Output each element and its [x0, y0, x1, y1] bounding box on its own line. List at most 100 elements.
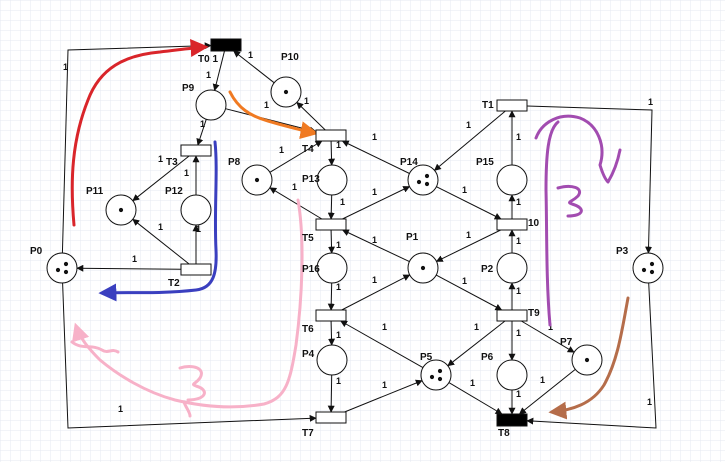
blue-annotation-arrow	[98, 140, 218, 302]
arc-weight-label: 1	[279, 145, 284, 155]
place-p16[interactable]: P16	[302, 252, 348, 284]
place-p4[interactable]: P4	[302, 344, 348, 376]
arc-weight-label: 1	[340, 197, 345, 207]
transition-bar[interactable]	[496, 218, 528, 231]
transition-bar[interactable]	[315, 411, 347, 424]
annotation-layer	[70, 38, 630, 420]
transition-t9[interactable]: T9	[496, 308, 540, 322]
transition-t3[interactable]: T3	[166, 144, 212, 168]
transition-t8[interactable]: T8	[496, 413, 528, 439]
place-circle[interactable]	[496, 164, 528, 196]
arc-t6-to-p1	[341, 274, 411, 311]
token-dot	[424, 173, 430, 179]
arc-weight-label: 1	[516, 328, 521, 338]
place-p11[interactable]: P11	[86, 186, 137, 226]
place-circle[interactable]	[316, 252, 348, 284]
arc-p16-to-t6	[327, 282, 335, 311]
arc-weight-label: 1	[248, 50, 253, 60]
token-dot	[118, 207, 124, 213]
token-dot	[55, 267, 61, 273]
token-dot	[437, 368, 443, 374]
arc-t5-to-p8	[269, 187, 323, 220]
transition-bar[interactable]	[496, 99, 528, 112]
place-circle[interactable]	[316, 164, 348, 196]
place-circle[interactable]	[195, 89, 227, 121]
transition-bar[interactable]	[315, 309, 347, 322]
place-circle[interactable]	[632, 252, 664, 284]
place-p2[interactable]: P2	[481, 252, 528, 284]
arc-weight-label: 1	[382, 322, 387, 332]
arc-t4-to-p13	[328, 140, 336, 166]
transition-t1[interactable]: T1	[482, 99, 528, 112]
transition-t0[interactable]: T0 1	[198, 38, 242, 65]
place-circle[interactable]	[496, 252, 528, 284]
token-dot	[584, 357, 590, 363]
place-p3[interactable]: P3	[616, 246, 664, 284]
place-p7[interactable]: P7	[560, 337, 603, 376]
place-p0[interactable]: P0	[30, 246, 78, 284]
place-circle[interactable]	[496, 359, 528, 391]
transition-bar[interactable]	[210, 38, 242, 52]
place-circle[interactable]	[407, 164, 439, 196]
arc-weight-label: 1	[462, 276, 467, 286]
arc-weight-label: 1	[516, 389, 521, 399]
place-circle[interactable]	[46, 252, 78, 284]
place-circle[interactable]	[420, 359, 452, 391]
place-p1[interactable]: P1	[406, 232, 439, 284]
transition-bar[interactable]	[496, 413, 528, 427]
token-dot	[420, 265, 426, 271]
arc-p10-to-t0	[233, 50, 275, 84]
arc-t4-to-p10	[296, 101, 326, 131]
transition-t7[interactable]: T7	[302, 411, 347, 439]
transition-bar[interactable]	[315, 129, 347, 142]
arc-weight-label: 1	[647, 397, 652, 407]
arc-weight-label: 1	[336, 330, 341, 340]
place-p15[interactable]: P15	[476, 157, 528, 196]
arc-weight-label: 1	[516, 132, 521, 142]
arc-weight-label: 1	[184, 168, 189, 178]
transition-label: T2	[168, 278, 180, 289]
arc-weight-label: 1	[336, 240, 341, 250]
place-circle[interactable]	[180, 194, 212, 226]
arc-weight-label: 1	[540, 375, 545, 385]
transition-bar[interactable]	[315, 218, 347, 231]
place-p13[interactable]: P13	[302, 164, 348, 196]
place-label: P12	[165, 186, 183, 197]
brown-annotation-arrow	[548, 296, 630, 420]
arc-weight-label: 1	[516, 197, 521, 207]
place-label: P7	[560, 337, 573, 348]
place-p8[interactable]: P8	[228, 157, 273, 196]
purple-annotation-line	[544, 120, 560, 327]
arc-weight-label: 1	[118, 404, 123, 414]
arc-weight-label: 1	[372, 132, 377, 142]
transition-t2[interactable]: T2	[168, 263, 212, 289]
token-dot	[641, 267, 647, 273]
transition-t5[interactable]: T5	[302, 218, 347, 244]
place-p14[interactable]: P14	[400, 157, 439, 196]
transition-t6[interactable]: T6	[302, 309, 347, 335]
place-p9[interactable]: P9	[182, 83, 227, 121]
place-p12[interactable]: P12	[165, 186, 212, 226]
transition-t4[interactable]: T4	[302, 129, 347, 155]
arc-p14-to-t10	[436, 186, 502, 220]
transition-t10[interactable]: 10	[496, 218, 540, 231]
arc-p0-to-t0	[61, 42, 212, 254]
arc-t9-to-p5	[447, 320, 506, 367]
token-dot	[63, 269, 69, 275]
arc-p13-to-t5	[327, 194, 335, 220]
arc-p8-to-t4	[269, 140, 323, 173]
place-p6[interactable]: P6	[481, 352, 528, 391]
place-p10[interactable]: P10	[270, 52, 302, 108]
arc-t6-to-p4	[328, 320, 336, 346]
place-p5[interactable]: P5	[420, 352, 452, 391]
transition-bar[interactable]	[496, 309, 528, 322]
arc-weight-label: 1	[158, 154, 163, 164]
transition-bar[interactable]	[180, 144, 212, 157]
place-circle[interactable]	[316, 344, 348, 376]
arc-weight-label: 1	[372, 187, 377, 197]
arc-t2-to-p0	[76, 264, 182, 272]
arc-layer	[61, 42, 657, 429]
transition-bar[interactable]	[180, 263, 212, 276]
